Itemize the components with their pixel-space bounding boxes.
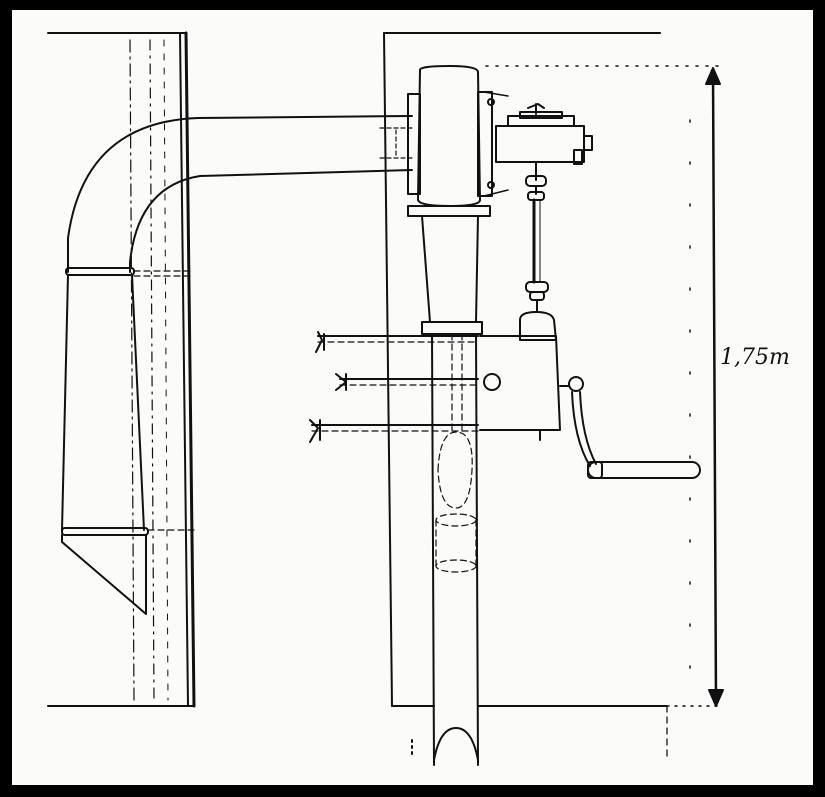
drawing-paper xyxy=(12,10,813,785)
vertical-tube xyxy=(411,333,479,766)
drive-unit xyxy=(495,103,593,313)
control-box xyxy=(309,311,701,479)
fan-housing xyxy=(407,65,509,323)
elbow-duct xyxy=(61,115,413,615)
left-wall xyxy=(47,31,196,708)
dimension-label: 1,75m xyxy=(720,345,790,370)
room-outline xyxy=(383,32,721,761)
height-dimension xyxy=(705,67,724,707)
